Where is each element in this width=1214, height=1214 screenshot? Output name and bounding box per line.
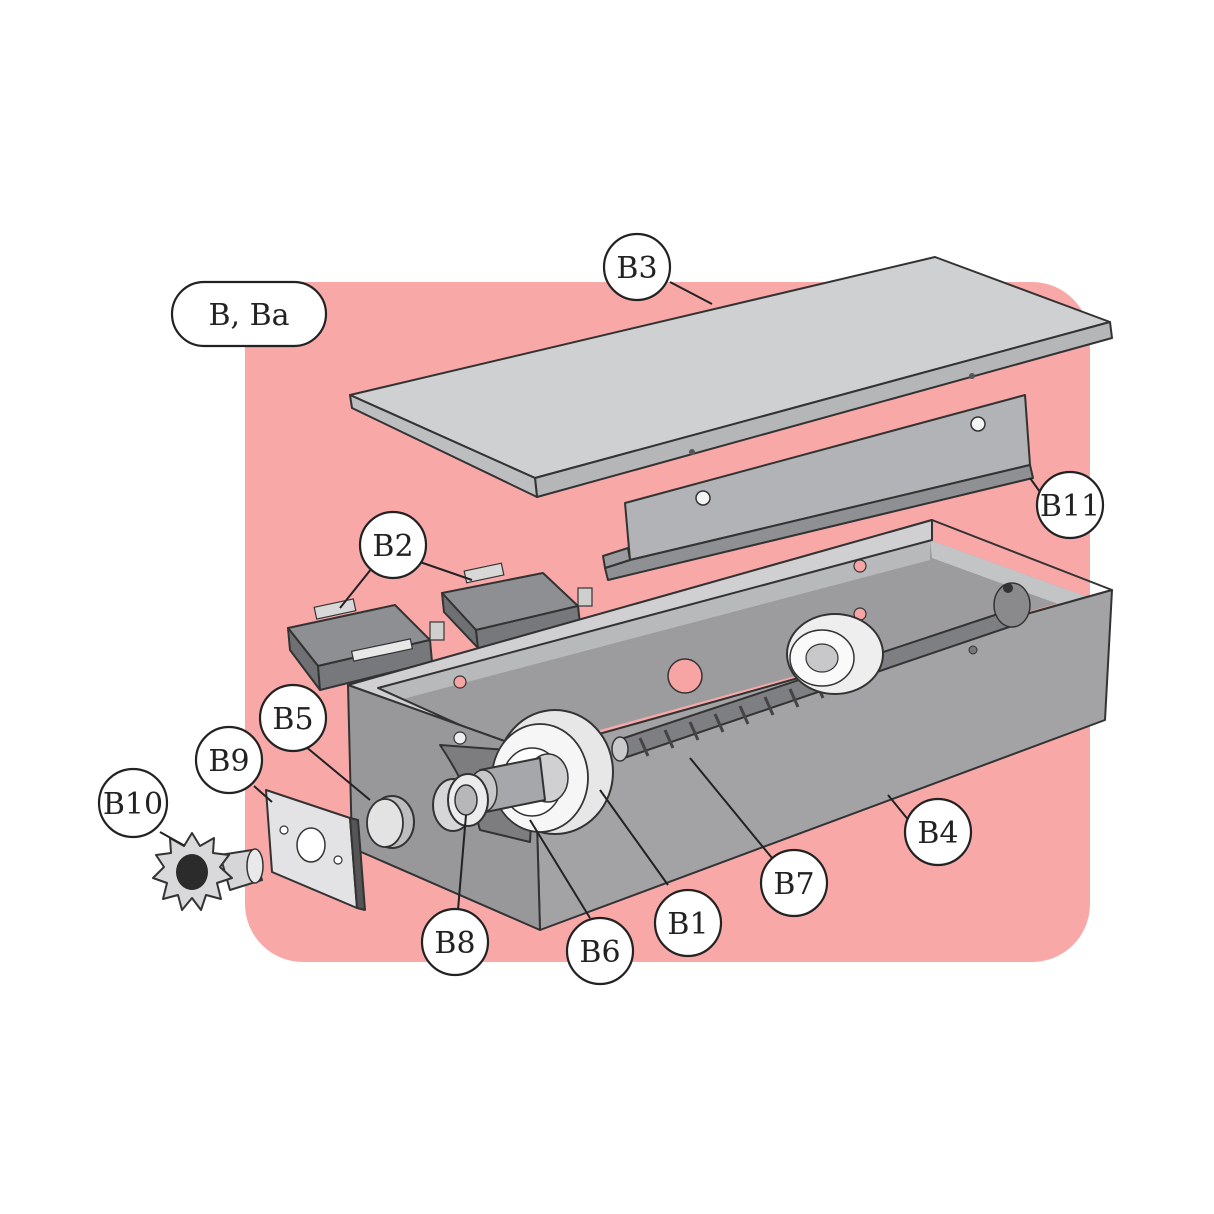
- callout-b4: B4: [903, 797, 973, 867]
- callout-b6: B6: [565, 916, 635, 986]
- callout-b8: B8: [420, 907, 490, 977]
- assembly-label-box: [170, 280, 328, 348]
- svg-text:B3: B3: [616, 251, 657, 286]
- callout-b2: B2: [358, 510, 428, 580]
- mounting-plate-b9: [265, 789, 366, 911]
- leader-b5: [304, 745, 371, 801]
- leader-b8: [457, 814, 467, 911]
- svg-text:B11: B11: [1040, 489, 1100, 524]
- svg-text:B2: B2: [372, 529, 413, 564]
- leader-b7: [689, 757, 773, 859]
- cover-plate-b3: [349, 256, 1113, 498]
- svg-text:B1: B1: [667, 907, 708, 942]
- assembly-label: B, Ba: [208, 298, 289, 333]
- bushing-b8: [432, 773, 489, 832]
- callout-b5: B5: [258, 683, 328, 753]
- leader-b2: [339, 567, 373, 609]
- svg-text:B5: B5: [272, 702, 313, 737]
- leader-b6: [529, 819, 591, 919]
- svg-text:B6: B6: [579, 935, 620, 970]
- callout-b9: B9: [194, 725, 264, 795]
- leader-b3: [669, 281, 713, 305]
- washer-b5: [366, 795, 415, 849]
- svg-text:B7: B7: [773, 867, 814, 902]
- pinion-gear-b10: [152, 832, 264, 911]
- svg-text:B4: B4: [917, 816, 958, 851]
- leader-b2-2: [419, 561, 473, 581]
- leader-b4: [887, 794, 911, 823]
- svg-text:B10: B10: [103, 787, 163, 822]
- callout-b11: B11: [1035, 470, 1105, 540]
- callout-b3: B3: [602, 232, 672, 302]
- callout-b7: B7: [759, 848, 829, 918]
- micro-switch-b2-left: [287, 598, 445, 691]
- svg-text:B9: B9: [208, 744, 249, 779]
- rear-gear: [786, 613, 884, 695]
- callout-b1: B1: [653, 888, 723, 958]
- micro-switch-b2-right: [441, 562, 593, 649]
- callout-b10: B10: [97, 767, 169, 839]
- bracket-b11: [602, 394, 1034, 581]
- housing-b4: [347, 519, 1113, 931]
- leader-b10: [159, 831, 186, 847]
- svg-text:B8: B8: [434, 926, 475, 961]
- leader-b11: [1029, 477, 1041, 493]
- leader-b1: [599, 789, 669, 886]
- leader-b9: [253, 785, 273, 803]
